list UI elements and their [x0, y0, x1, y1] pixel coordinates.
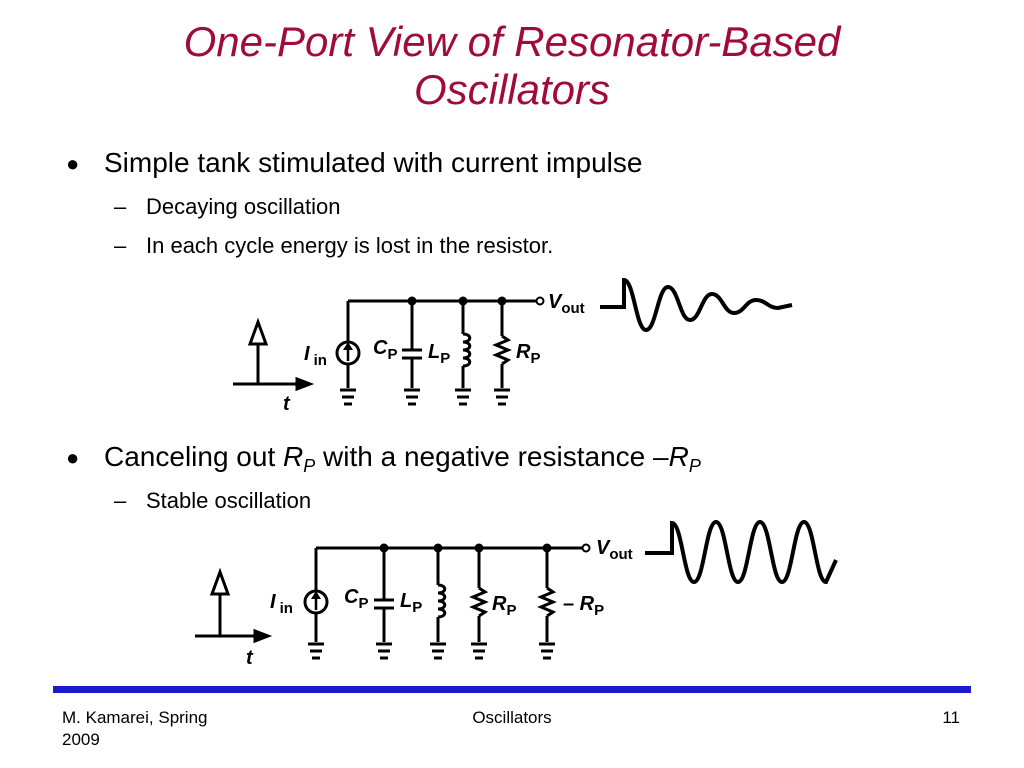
c1-iin-sub: in [314, 352, 327, 369]
c1-t-label: t [283, 393, 291, 415]
c2-iin-sub: in [280, 600, 293, 617]
sub-bullet-1-2-text: In each cycle energy is lost in the resi… [146, 233, 554, 258]
svg-text:– RP: – RP [563, 593, 604, 619]
svg-text:LP: LP [400, 590, 422, 616]
svg-text:CP: CP [344, 586, 368, 612]
bullet-1: ● Simple tank stimulated with current im… [66, 146, 643, 180]
c2-cp-sub: P [358, 595, 368, 612]
bullet-2-r2: R [668, 441, 689, 472]
svg-text:Iin: Iin [304, 343, 327, 369]
c2-lp-sub: P [412, 599, 422, 616]
c2-iin-label: I [270, 591, 276, 613]
c2-rp-label: R [492, 593, 507, 615]
bullet-2: ● Canceling out RP with a negative resis… [66, 440, 701, 483]
c2-vout-sub: out [609, 546, 632, 563]
svg-text:CP: CP [373, 337, 397, 363]
c1-lp-sub: P [440, 350, 450, 367]
c1-cp-sub: P [387, 346, 397, 363]
c1-lp-label: L [428, 341, 440, 363]
c1-vout-sub: out [561, 300, 584, 317]
c1-cp-label: C [373, 337, 388, 359]
c1-iin-label: I [304, 343, 310, 365]
c2-neg-rp-sub: P [594, 602, 604, 619]
footer-author-line-1: M. Kamarei, Spring [62, 708, 208, 727]
bullet-dot-icon: ● [66, 151, 80, 176]
svg-text:RP: RP [516, 341, 540, 367]
sub-bullet-1-2: – In each cycle energy is lost in the re… [114, 232, 554, 260]
svg-text:RP: RP [492, 593, 516, 619]
footer-author-line-2: 2009 [62, 730, 100, 749]
footer-page-number: 11 [942, 708, 960, 727]
sub-bullet-2-1: – Stable oscillation [114, 487, 312, 515]
title-line-1: One-Port View of Resonator-Based [183, 18, 841, 65]
c2-neg-rp-label: – R [563, 593, 595, 615]
svg-text:Vout: Vout [596, 537, 633, 563]
dash-icon: – [114, 233, 127, 258]
c2-t-label: t [246, 647, 254, 669]
bullet-2-text-middle: with a negative resistance – [315, 441, 669, 472]
title-line-2: Oscillators [413, 66, 611, 113]
bullet-2-p: P [303, 456, 316, 476]
bullet-2-p2: P [688, 456, 701, 476]
svg-text:LP: LP [428, 341, 450, 367]
c2-cp-label: C [344, 586, 359, 608]
dash-icon: – [114, 488, 127, 513]
c2-lp-label: L [400, 590, 412, 612]
footer-topic: Oscillators [472, 708, 552, 727]
c1-vout-label: V [548, 291, 563, 313]
slide-title: One-Port View of Resonator-Based Oscilla… [0, 18, 1024, 114]
c2-vout-label: V [596, 537, 611, 559]
svg-text:Vout: Vout [548, 291, 585, 317]
bullet-2-r: R [283, 441, 304, 472]
bullet-dot-icon: ● [66, 445, 80, 470]
sub-bullet-2-1-text: Stable oscillation [146, 488, 312, 513]
bullet-2-text-before: Canceling out [104, 441, 284, 472]
bullet-1-text: Simple tank stimulated with current impu… [104, 147, 643, 178]
dash-icon: – [114, 194, 127, 219]
sub-bullet-1-1-text: Decaying oscillation [146, 194, 341, 219]
sub-bullet-1-1: – Decaying oscillation [114, 193, 341, 221]
svg-text:Iin: Iin [270, 591, 293, 617]
c1-rp-sub: P [530, 350, 540, 367]
c2-rp-sub: P [506, 602, 516, 619]
c1-rp-label: R [516, 341, 531, 363]
footer-divider [53, 686, 971, 693]
footer-author: M. Kamarei, Spring 2009 [62, 707, 208, 751]
